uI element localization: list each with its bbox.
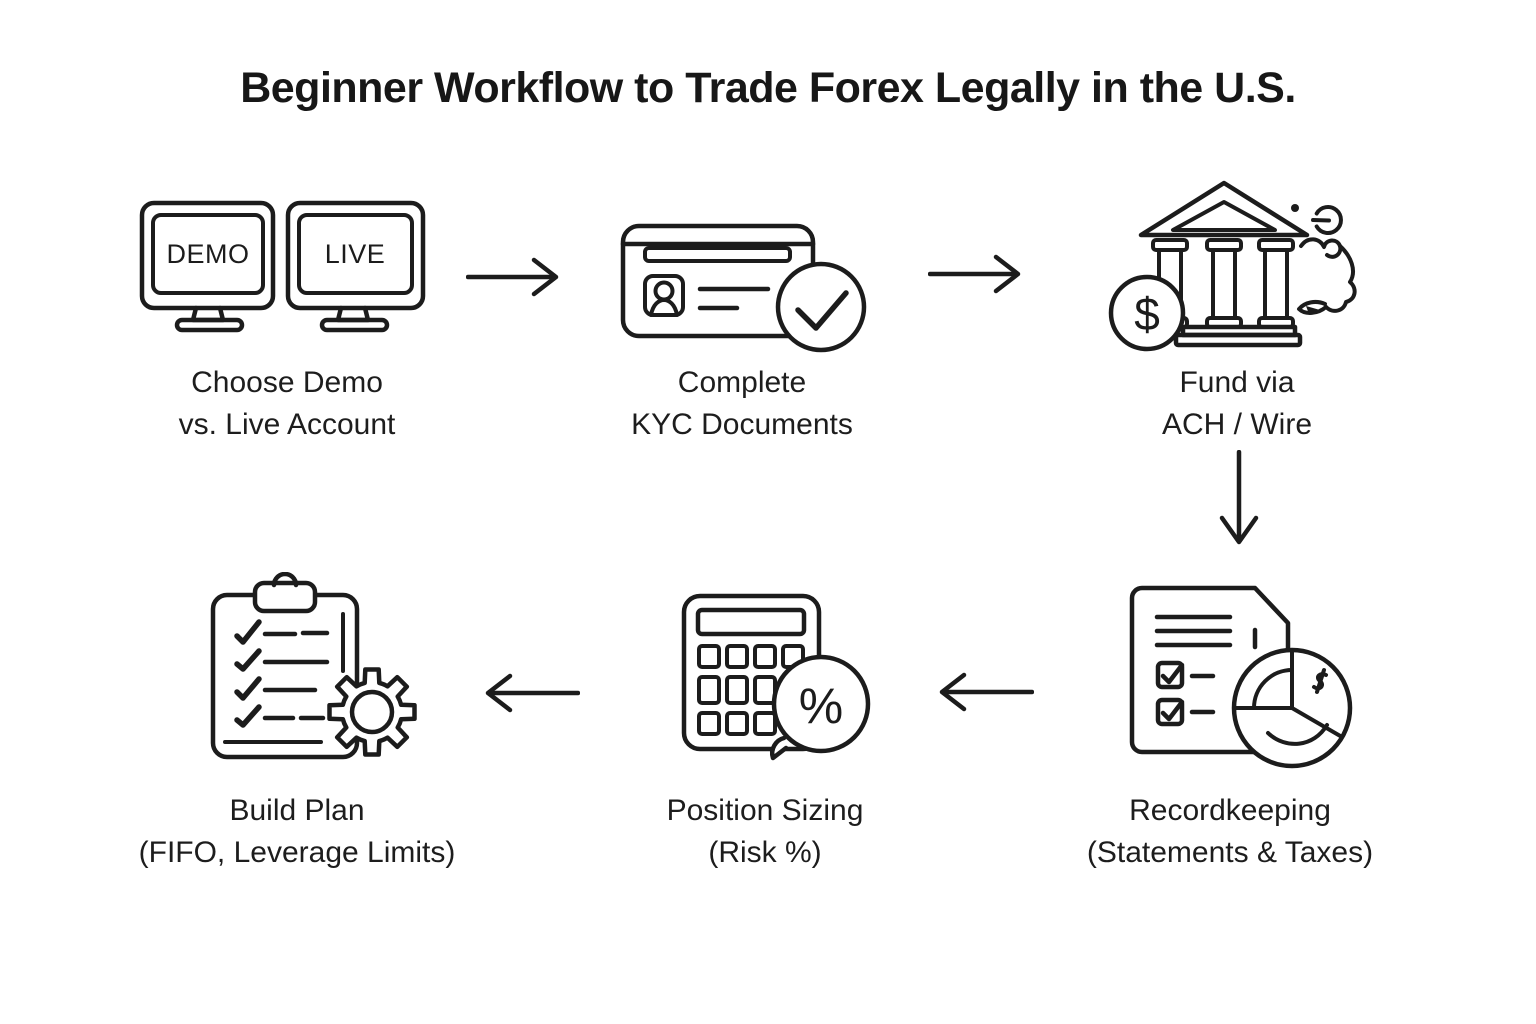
step-label-line1: Fund via	[1179, 366, 1295, 399]
bank-dollar-coin-icon: $	[1108, 180, 1357, 352]
flow-arrow-left-2	[485, 673, 580, 713]
decorative-dot	[1291, 204, 1299, 212]
step-label-line1: Position Sizing	[666, 794, 864, 827]
calculator-percent-icon: %	[681, 593, 871, 761]
dollar-scribble-icon	[1312, 668, 1328, 694]
step-label-line2: (Risk %)	[708, 836, 822, 869]
flow-arrow-right-1	[466, 257, 559, 297]
demo-screen-label: DEMO	[167, 239, 250, 269]
flow-arrow-left-1	[939, 672, 1034, 712]
step-label-line1: Choose Demo	[191, 366, 383, 399]
flow-arrow-right-2	[928, 254, 1021, 294]
id-card-check-icon	[620, 223, 867, 353]
step-label-line2: (FIFO, Leverage Limits)	[138, 836, 456, 869]
step-label: Complete KYC Documents	[592, 362, 892, 446]
step-label-line1: Build Plan	[229, 794, 365, 827]
step-label: Fund via ACH / Wire	[1087, 362, 1387, 446]
demo-live-monitors-icon: DEMO LIVE	[139, 200, 426, 333]
step-label-line2: (Statements & Taxes)	[1086, 836, 1374, 869]
step-label-line2: KYC Documents	[631, 408, 853, 441]
transfer-scribble-icon	[1297, 205, 1357, 315]
live-screen-label: LIVE	[325, 239, 386, 269]
step-label: Choose Demo vs. Live Account	[122, 362, 452, 446]
dollar-symbol: $	[1134, 288, 1160, 340]
document-pie-chart-icon	[1129, 585, 1353, 769]
step-label: Position Sizing (Risk %)	[615, 790, 915, 874]
clipboard-gear-icon	[210, 572, 417, 760]
step-label-line1: Complete	[677, 366, 807, 399]
step-label-line2: vs. Live Account	[178, 408, 396, 441]
step-label-line1: Recordkeeping	[1129, 794, 1331, 827]
percent-symbol: %	[799, 678, 843, 734]
step-label: Recordkeeping (Statements & Taxes)	[1050, 790, 1410, 874]
page-title: Beginner Workflow to Trade Forex Legally…	[240, 64, 1296, 112]
step-label: Build Plan (FIFO, Leverage Limits)	[117, 790, 477, 874]
flow-arrow-down	[1219, 450, 1259, 545]
step-label-line2: ACH / Wire	[1162, 408, 1312, 441]
